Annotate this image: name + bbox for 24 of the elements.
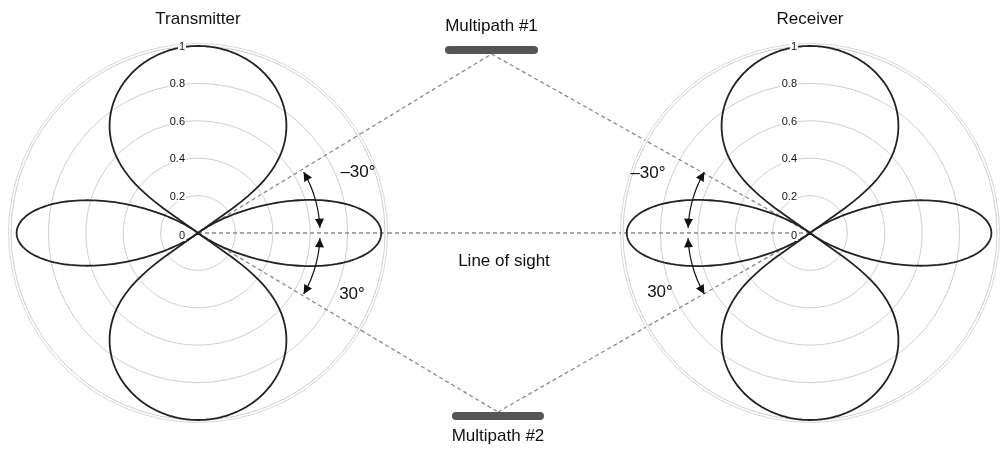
angle-label: 30°	[647, 282, 673, 302]
plot-title: Transmitter	[154, 9, 242, 29]
dashed-connector	[360, 329, 499, 413]
axis-tick-label: 0.4	[168, 152, 186, 165]
dashed-connector	[387, 232, 621, 234]
axis-tick-label: 0	[789, 229, 798, 241]
axis-tick-label: 0.6	[780, 114, 798, 127]
dashed-connector	[497, 326, 646, 413]
axis-tick-label: 0.2	[780, 189, 798, 202]
axis-tick-label: 0.8	[168, 77, 186, 90]
angle-label: –30°	[630, 163, 666, 183]
reflector-label: Multipath #2	[450, 426, 546, 446]
edge-label: Line of sight	[458, 251, 550, 271]
angle-label: 30°	[339, 284, 365, 304]
axis-tick-label: 1	[177, 40, 186, 52]
axis-tick-label: 0.8	[780, 77, 798, 90]
reflector-label: Multipath #1	[444, 16, 539, 36]
axis-tick-label: 0	[177, 229, 186, 241]
axis-tick-label: 0.4	[780, 152, 798, 165]
axis-tick-label: 0.6	[168, 114, 186, 127]
angle-label: –30°	[340, 162, 376, 182]
axis-tick-label: 1	[789, 40, 798, 52]
axis-tick-label: 0.2	[168, 189, 186, 202]
plot-title: Receiver	[775, 9, 845, 29]
